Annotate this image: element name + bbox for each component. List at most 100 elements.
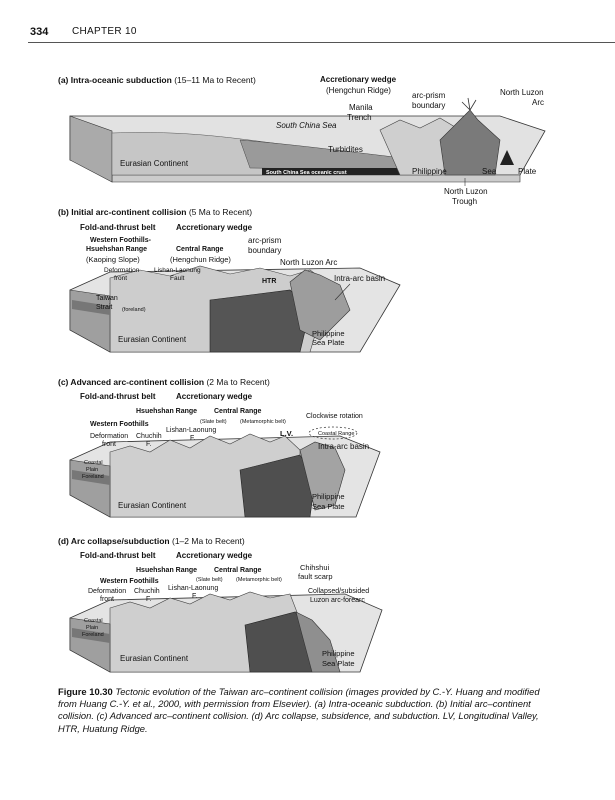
panel-d-chuchih-f-label: F. (146, 596, 152, 603)
panel-b: (b) Initial arc-continent collision (5 M… (58, 207, 401, 353)
panel-d-metamorphic-belt-label: (Metamorphic belt) (236, 577, 282, 583)
panel-b-fold-thrust-label: Fold-and-thrust belt (80, 223, 156, 232)
panel-d-chuchih-label: Chuchih (134, 588, 160, 595)
panel-b-hengchun-label: (Hengchun Ridge) (170, 255, 231, 264)
panel-b-lishan-label: Lishan-Laonung (154, 267, 201, 274)
panel-b-arc-prism-label: arc-prism (248, 236, 282, 245)
panel-c-philippine-label: Philippine (312, 492, 345, 501)
panel-a-manila-label: Manila (349, 103, 373, 112)
panel-a-arc-prism-label: arc-prism (412, 91, 446, 100)
panel-a-north-luzon-label: North Luzon (500, 88, 544, 97)
panel-d-lishan-f-label: F. (192, 593, 198, 600)
panel-c-clockwise-label: Clockwise rotation (306, 413, 363, 420)
panel-a-philippine-label: Philippine (412, 167, 447, 176)
figure-caption: Figure 10.30 Tectonic evolution of the T… (58, 686, 558, 735)
panel-d-philippine-label: Philippine (322, 649, 355, 658)
panel-d-deformation-label: Deformation (88, 588, 126, 595)
panel-a-title: (a) Intra-oceanic subduction (15–11 Ma t… (58, 75, 256, 85)
panel-c: (c) Advanced arc-continent collision (2 … (58, 377, 381, 518)
panel-a-island-icon (500, 150, 514, 165)
panel-a-eurasian-label: Eurasian Continent (120, 159, 189, 168)
panel-b-boundary-label: boundary (248, 246, 281, 255)
panel-b-taiwan-label: Taiwan (96, 295, 118, 302)
panel-b-strait-label: Strait (96, 304, 112, 311)
panel-c-metamorphic-belt-label: (Metamorphic belt) (240, 419, 286, 425)
panel-a-south-china-sea-label: South China Sea (276, 121, 337, 130)
panel-b-htr-label: HTR (262, 278, 276, 285)
chapter-title: CHAPTER 10 (72, 26, 137, 37)
panel-a-front-strip (111, 174, 521, 183)
panel-d-foreland-layer (72, 628, 110, 643)
panel-d-hsuehshan-label: Hsuehshan Range (136, 567, 197, 574)
panel-b-kaoping-label: (Kaoping Slope) (86, 255, 140, 264)
panel-c-chuchih-f-label: F. (146, 441, 152, 448)
panel-d-fold-thrust-label: Fold-and-thrust belt (80, 551, 156, 560)
panel-b-sea-plate-label: Sea Plate (312, 338, 345, 347)
panel-d-slate-belt-label: (Slate belt) (196, 577, 223, 583)
panel-c-fold-thrust-label: Fold-and-thrust belt (80, 392, 156, 401)
panel-a: (a) Intra-oceanic subduction (15–11 Ma t… (58, 75, 546, 206)
caption-label: Figure 10.30 (58, 686, 113, 697)
panel-d-foreland-label: Foreland (82, 632, 104, 638)
panel-c-coastal-label: Coastal (84, 460, 103, 466)
page-number: 334 (30, 26, 49, 38)
panel-b-north-luzon-label: North Luzon Arc (280, 258, 337, 267)
panel-d-title: (d) Arc collapse/subduction (1–2 Ma to R… (58, 536, 245, 546)
panel-b-front-label: front (114, 275, 127, 282)
panel-d-collapsed-label: Collapsed/subsided (308, 588, 369, 595)
panel-c-lv-label: L.V. (280, 429, 293, 438)
panel-c-deformation-label: Deformation (90, 433, 128, 440)
panel-a-oceanic-crust (262, 168, 410, 175)
panel-a-plate-label: Plate (518, 167, 537, 176)
panel-b-arc-body (289, 269, 351, 341)
panel-c-coastal-range (299, 441, 346, 511)
panel-c-chuchih-label: Chuchih (136, 433, 162, 440)
panel-a-sea-label: Sea (482, 167, 497, 176)
panel-d-western-foothills-label: Western Foothills (100, 578, 159, 585)
panel-b-intra-arc-leader (334, 283, 351, 301)
panel-b-central-range-label: Central Range (176, 246, 224, 253)
panel-c-front-label: front (102, 441, 116, 448)
panel-a-turbidites-label: Turbidites (328, 145, 363, 154)
panel-d-fault-scarp-label: fault scarp (298, 572, 333, 581)
panel-c-western-foothills-label: Western Foothills (90, 421, 149, 428)
panel-c-title: (c) Advanced arc-continent collision (2 … (58, 377, 270, 387)
panel-b-eurasian-label: Eurasian Continent (118, 335, 187, 344)
panel-b-intra-arc-label: Intra-arc basin (334, 274, 385, 283)
panel-b-fault-label: Fault (170, 275, 185, 282)
panel-d-collapsed-arc (295, 611, 341, 673)
panel-d: (d) Arc collapse/subduction (1–2 Ma to R… (58, 536, 383, 673)
panel-d-lishan-label: Lishan-Laonung (168, 585, 218, 592)
panel-c-lishan-f-label: F. (190, 435, 196, 442)
panel-b-deformation-label: Deformation (104, 267, 140, 274)
header-rule (28, 42, 615, 43)
panel-d-luzon-forearc-label: Luzon arc-forearc (310, 597, 365, 604)
panel-d-eurasian-label: Eurasian Continent (120, 654, 189, 663)
caption-text: Tectonic evolution of the Taiwan arc–con… (58, 686, 540, 734)
panel-a-trench-label: Trench (347, 113, 372, 122)
panel-c-eurasian-label: Eurasian Continent (118, 501, 187, 510)
panel-c-rotation-arrow-icon (308, 426, 358, 440)
panel-a-arc-label: Arc (532, 98, 544, 107)
panel-c-central-range-label: Central Range (214, 408, 262, 415)
page-header: 334 CHAPTER 10 (0, 26, 615, 46)
panel-d-sea-plate-label: Sea Plate (322, 659, 355, 668)
panel-c-lishan-label: Lishan-Laonung (166, 427, 216, 434)
panel-c-accretionary-label: Accretionary wedge (176, 392, 253, 401)
panel-c-slate-belt-label: (Slate belt) (200, 419, 227, 425)
panel-c-coastal-range-label: Coastal Range (318, 431, 354, 437)
panel-a-volcano-icon (461, 97, 477, 111)
panel-c-plain-label: Plain (86, 467, 98, 473)
panel-d-coastal-label: Coastal (84, 618, 103, 624)
panel-a-boundary-label: boundary (412, 101, 445, 110)
panel-c-sea-plate-label: Sea Plate (312, 502, 345, 511)
panel-b-foreland-label: (foreland) (122, 307, 146, 313)
panel-a-hengchun-label: (Hengchun Ridge) (326, 86, 391, 95)
panel-a-crust-label: South China Sea oceanic crust (266, 170, 347, 176)
panel-b-hsuehshan-label: Hsuehshan Range (86, 246, 147, 253)
panel-a-trough-label-2: Trough (452, 197, 477, 206)
panel-b-accretionary-label: Accretionary wedge (176, 223, 253, 232)
panel-d-front-label: front (100, 596, 114, 603)
panel-c-foreland-layer (72, 470, 110, 485)
